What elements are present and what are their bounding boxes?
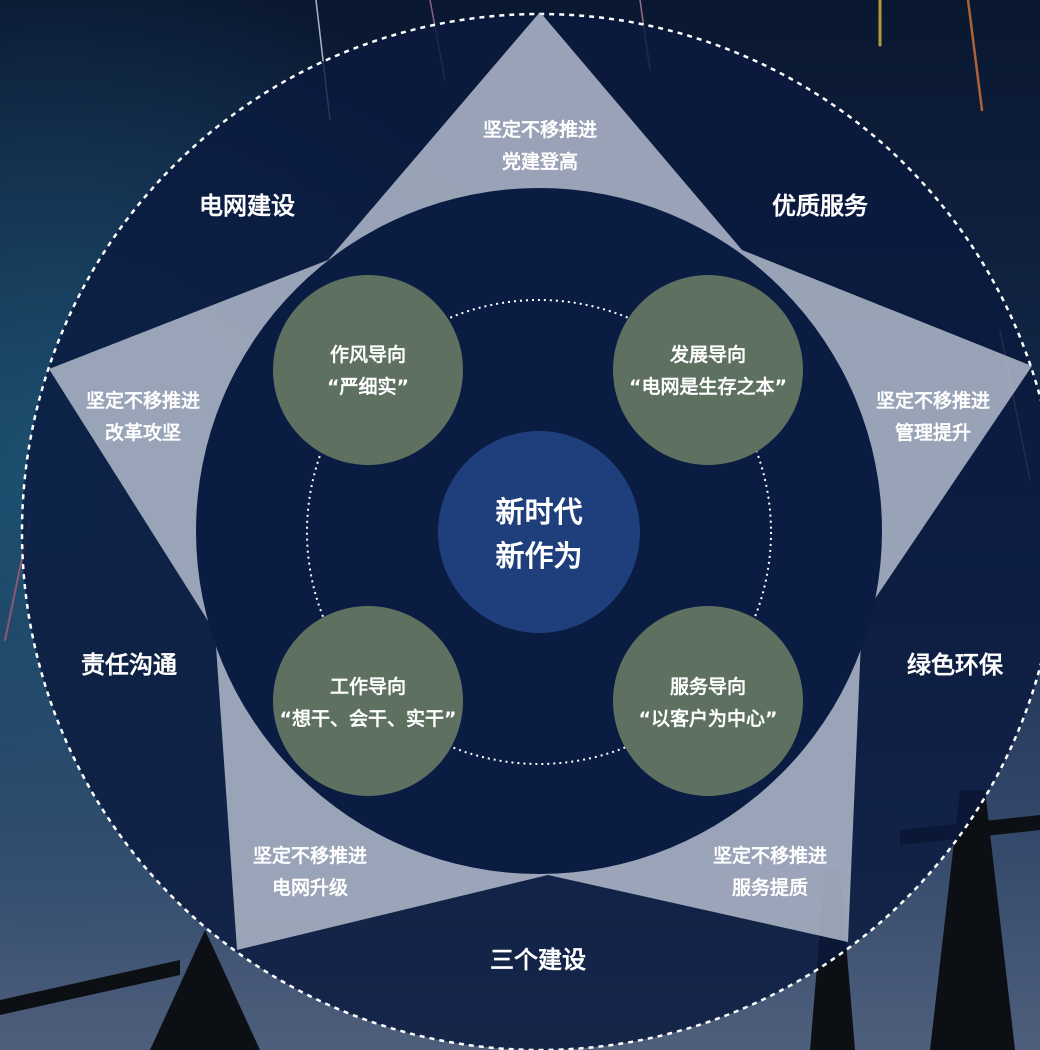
center-circle (438, 431, 640, 633)
inner-dotted-ring (306, 299, 772, 765)
orientation-top-right-line2: “电网是生存之本” (629, 375, 787, 398)
orientation-bottom-left-line1: 工作导向 (330, 675, 406, 698)
outer-label-mid-right: 绿色环保 (907, 651, 1004, 679)
center-title-line1: 新时代 (495, 495, 582, 529)
star-tip-bottom-right-line1: 坚定不移推进 (713, 844, 827, 867)
orientation-circle-bottom-right (613, 606, 803, 796)
orientation-top-left-line2: “严细实” (327, 375, 409, 398)
orientation-bottom-right-line2: “以客户为中心” (639, 707, 778, 730)
orientation-bottom-left-line2: “想干、会干、实干” (280, 707, 457, 730)
outer-label-bottom: 三个建设 (490, 946, 586, 974)
outer-label-top-left: 电网建设 (199, 192, 295, 220)
star-tip-right-line2: 管理提升 (895, 421, 971, 444)
star-tip-left-line2: 改革攻坚 (105, 421, 181, 444)
orientation-top-left-line1: 作风导向 (330, 343, 406, 366)
star-tip-bottom-right-line2: 服务提质 (732, 876, 808, 899)
orientation-circle-top-right (613, 275, 803, 465)
center-title-line2: 新作为 (495, 539, 582, 573)
orientation-top-right-line1: 发展导向 (669, 343, 746, 366)
orientation-circle-bottom-left (273, 606, 463, 796)
outer-label-top-right: 优质服务 (772, 192, 869, 220)
outer-label-mid-left: 责任沟通 (81, 651, 177, 679)
star-tip-left-line1: 坚定不移推进 (86, 389, 200, 412)
star-tip-right-line1: 坚定不移推进 (876, 389, 990, 412)
star-tip-bottom-left-line1: 坚定不移推进 (253, 844, 367, 867)
star-tip-bottom-left-line2: 电网升级 (272, 876, 348, 899)
orientation-circle-top-left (273, 275, 463, 465)
star-tip-top-line2: 党建登高 (502, 150, 578, 173)
star-tip-top-line1: 坚定不移推进 (483, 118, 597, 141)
orientation-bottom-right-line1: 服务导向 (670, 675, 746, 698)
